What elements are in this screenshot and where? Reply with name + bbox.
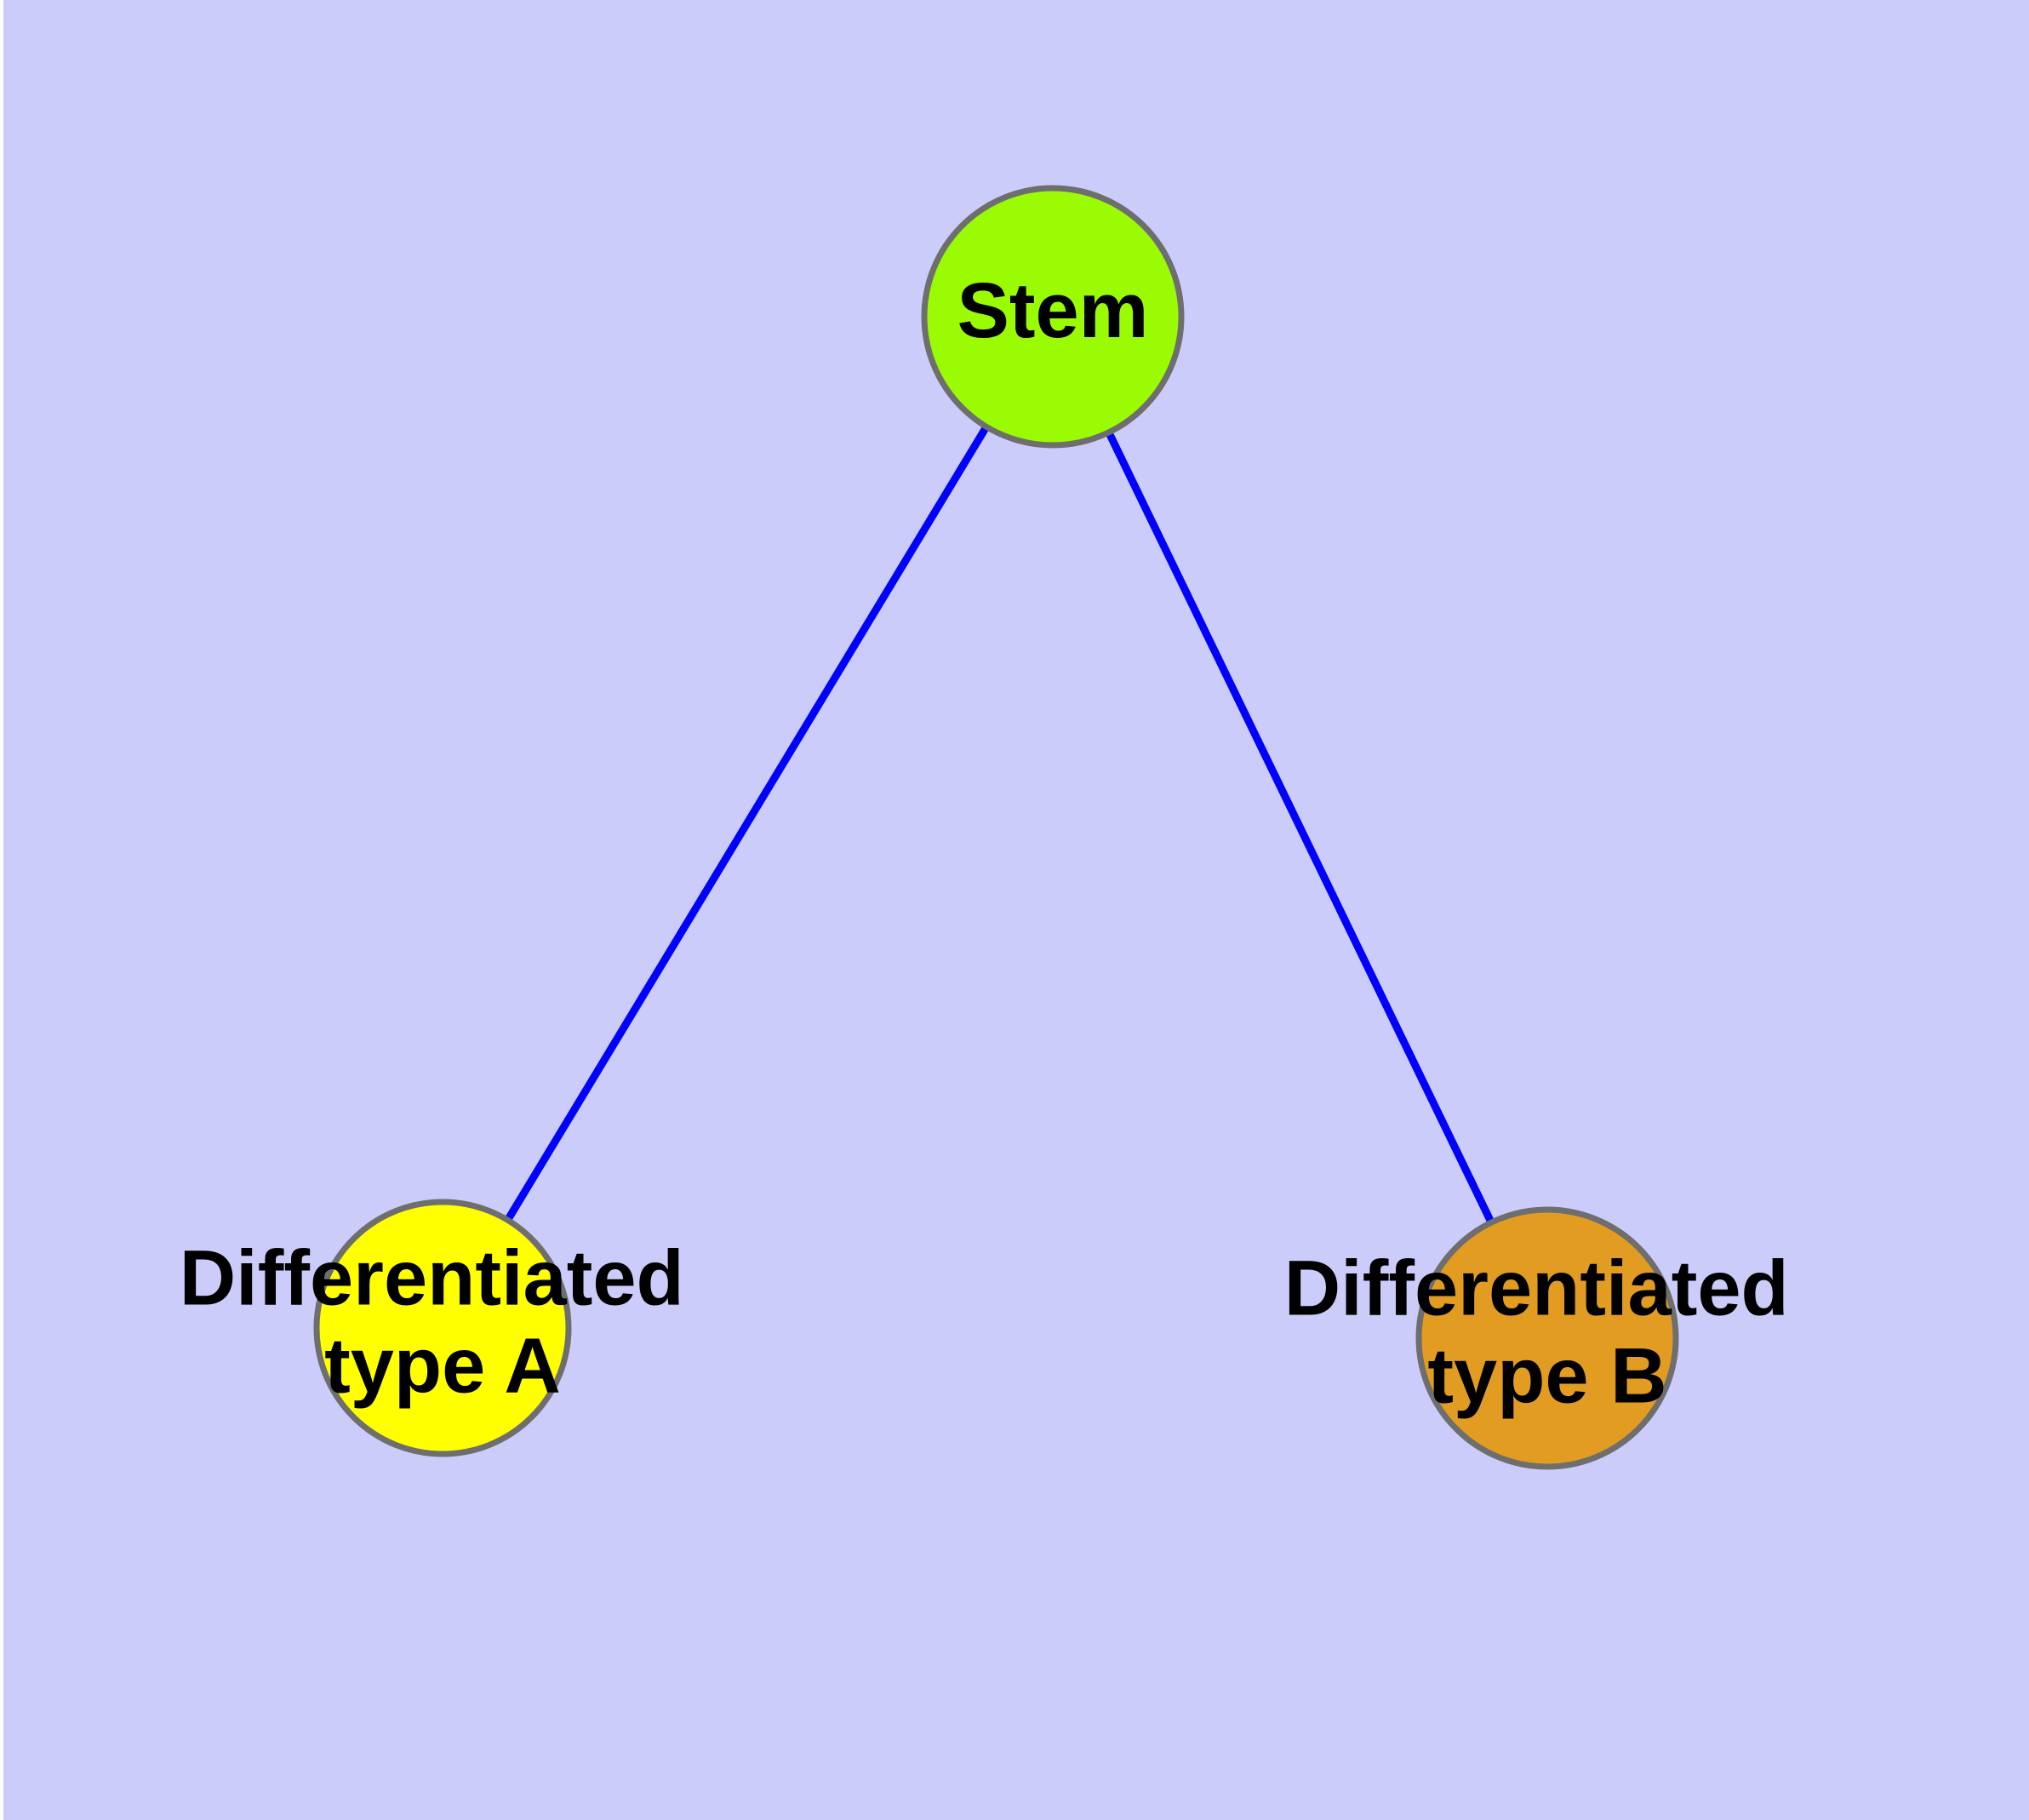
node-differentiated-type-a-label: Differentiated type A: [180, 1235, 706, 1410]
nodes-layer: [313, 185, 1679, 1470]
node-stem-circle[interactable]: [921, 185, 1185, 449]
node-differentiated-type-a-label-line-1: Differentiated: [180, 1235, 684, 1322]
node-differentiated-type-b-label-line-1: Differentiated: [1284, 1245, 1789, 1332]
node-differentiated-type-b-label: Differentiated type B: [1284, 1245, 1811, 1420]
node-stem[interactable]: [921, 185, 1185, 449]
node-differentiated-type-b[interactable]: [1415, 1206, 1679, 1470]
node-differentiated-type-a[interactable]: [313, 1199, 572, 1457]
labels-layer: Stem Differentiated type A Differentiate…: [180, 267, 1811, 1420]
node-stem-label-line-1: Stem: [957, 267, 1149, 354]
edge-stem-to-differentiated-a[interactable]: [503, 423, 991, 1224]
edge-stem-to-differentiated-b[interactable]: [1104, 429, 1496, 1226]
node-stem-label: Stem: [957, 267, 1149, 354]
node-differentiated-type-b-circle[interactable]: [1415, 1206, 1679, 1470]
node-differentiated-type-a-label-line-2: type A: [324, 1323, 561, 1410]
edges-layer: [503, 423, 1496, 1226]
node-differentiated-type-b-label-line-2: type B: [1427, 1333, 1666, 1420]
node-differentiated-type-a-circle[interactable]: [313, 1199, 572, 1457]
